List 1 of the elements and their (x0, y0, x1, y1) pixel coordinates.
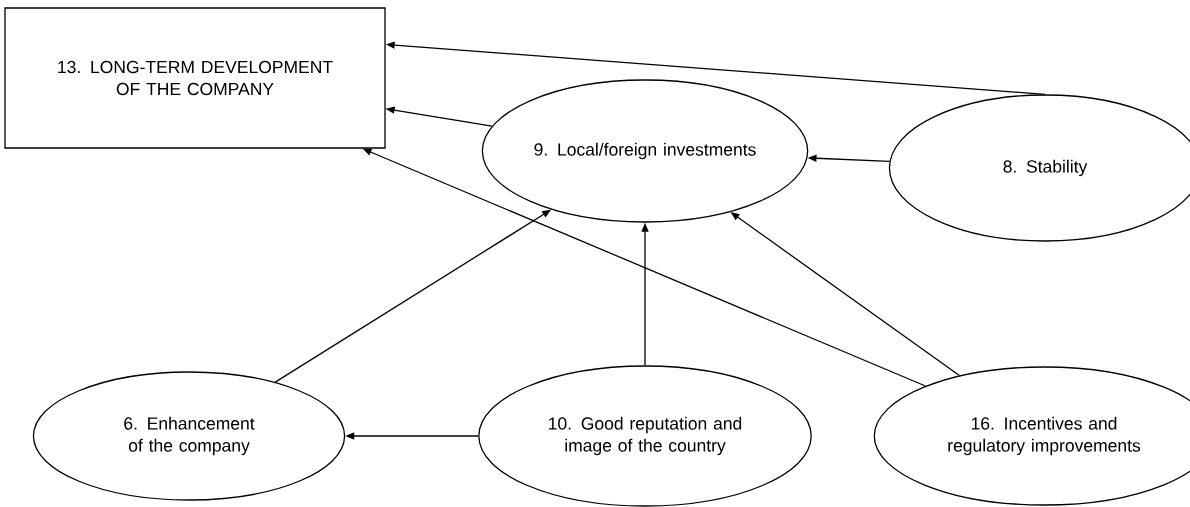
title-box: 13. LONG-TERM DEVELOPMENT OF THE COMPANY (4, 7, 386, 149)
